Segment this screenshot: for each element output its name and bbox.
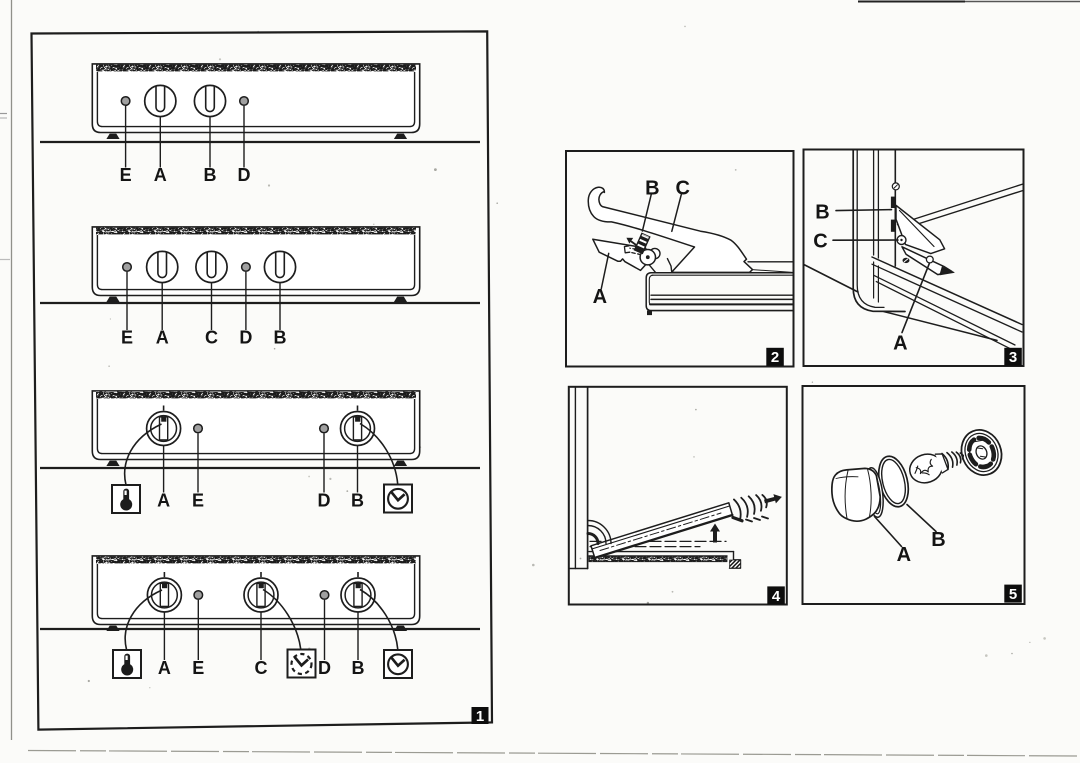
svg-text:B: B [351,491,364,511]
svg-text:A: A [154,165,167,185]
svg-text:D: D [318,491,331,511]
svg-text:3: 3 [1009,349,1017,366]
svg-text:A: A [157,491,170,511]
svg-text:C: C [675,178,689,200]
svg-text:E: E [192,491,204,511]
svg-text:C: C [205,328,218,348]
svg-text:2: 2 [771,349,779,366]
svg-text:4: 4 [772,588,781,605]
svg-text:B: B [352,658,365,678]
svg-text:C: C [813,231,827,253]
svg-text:A: A [893,333,907,355]
svg-text:B: B [645,178,659,200]
svg-text:A: A [897,544,911,566]
svg-text:C: C [255,658,268,678]
svg-text:B: B [204,165,217,185]
svg-text:B: B [274,328,287,348]
svg-text:A: A [156,328,169,348]
svg-text:E: E [192,658,204,678]
svg-text:E: E [121,328,133,348]
svg-text:A: A [158,658,171,678]
svg-text:B: B [815,202,829,224]
svg-text:D: D [238,165,251,185]
svg-text:E: E [120,165,132,185]
svg-text:A: A [593,286,607,308]
svg-text:B: B [931,529,945,551]
svg-text:5: 5 [1009,586,1017,603]
svg-text:1: 1 [476,708,484,725]
svg-text:D: D [239,328,252,348]
svg-text:D: D [318,658,331,678]
